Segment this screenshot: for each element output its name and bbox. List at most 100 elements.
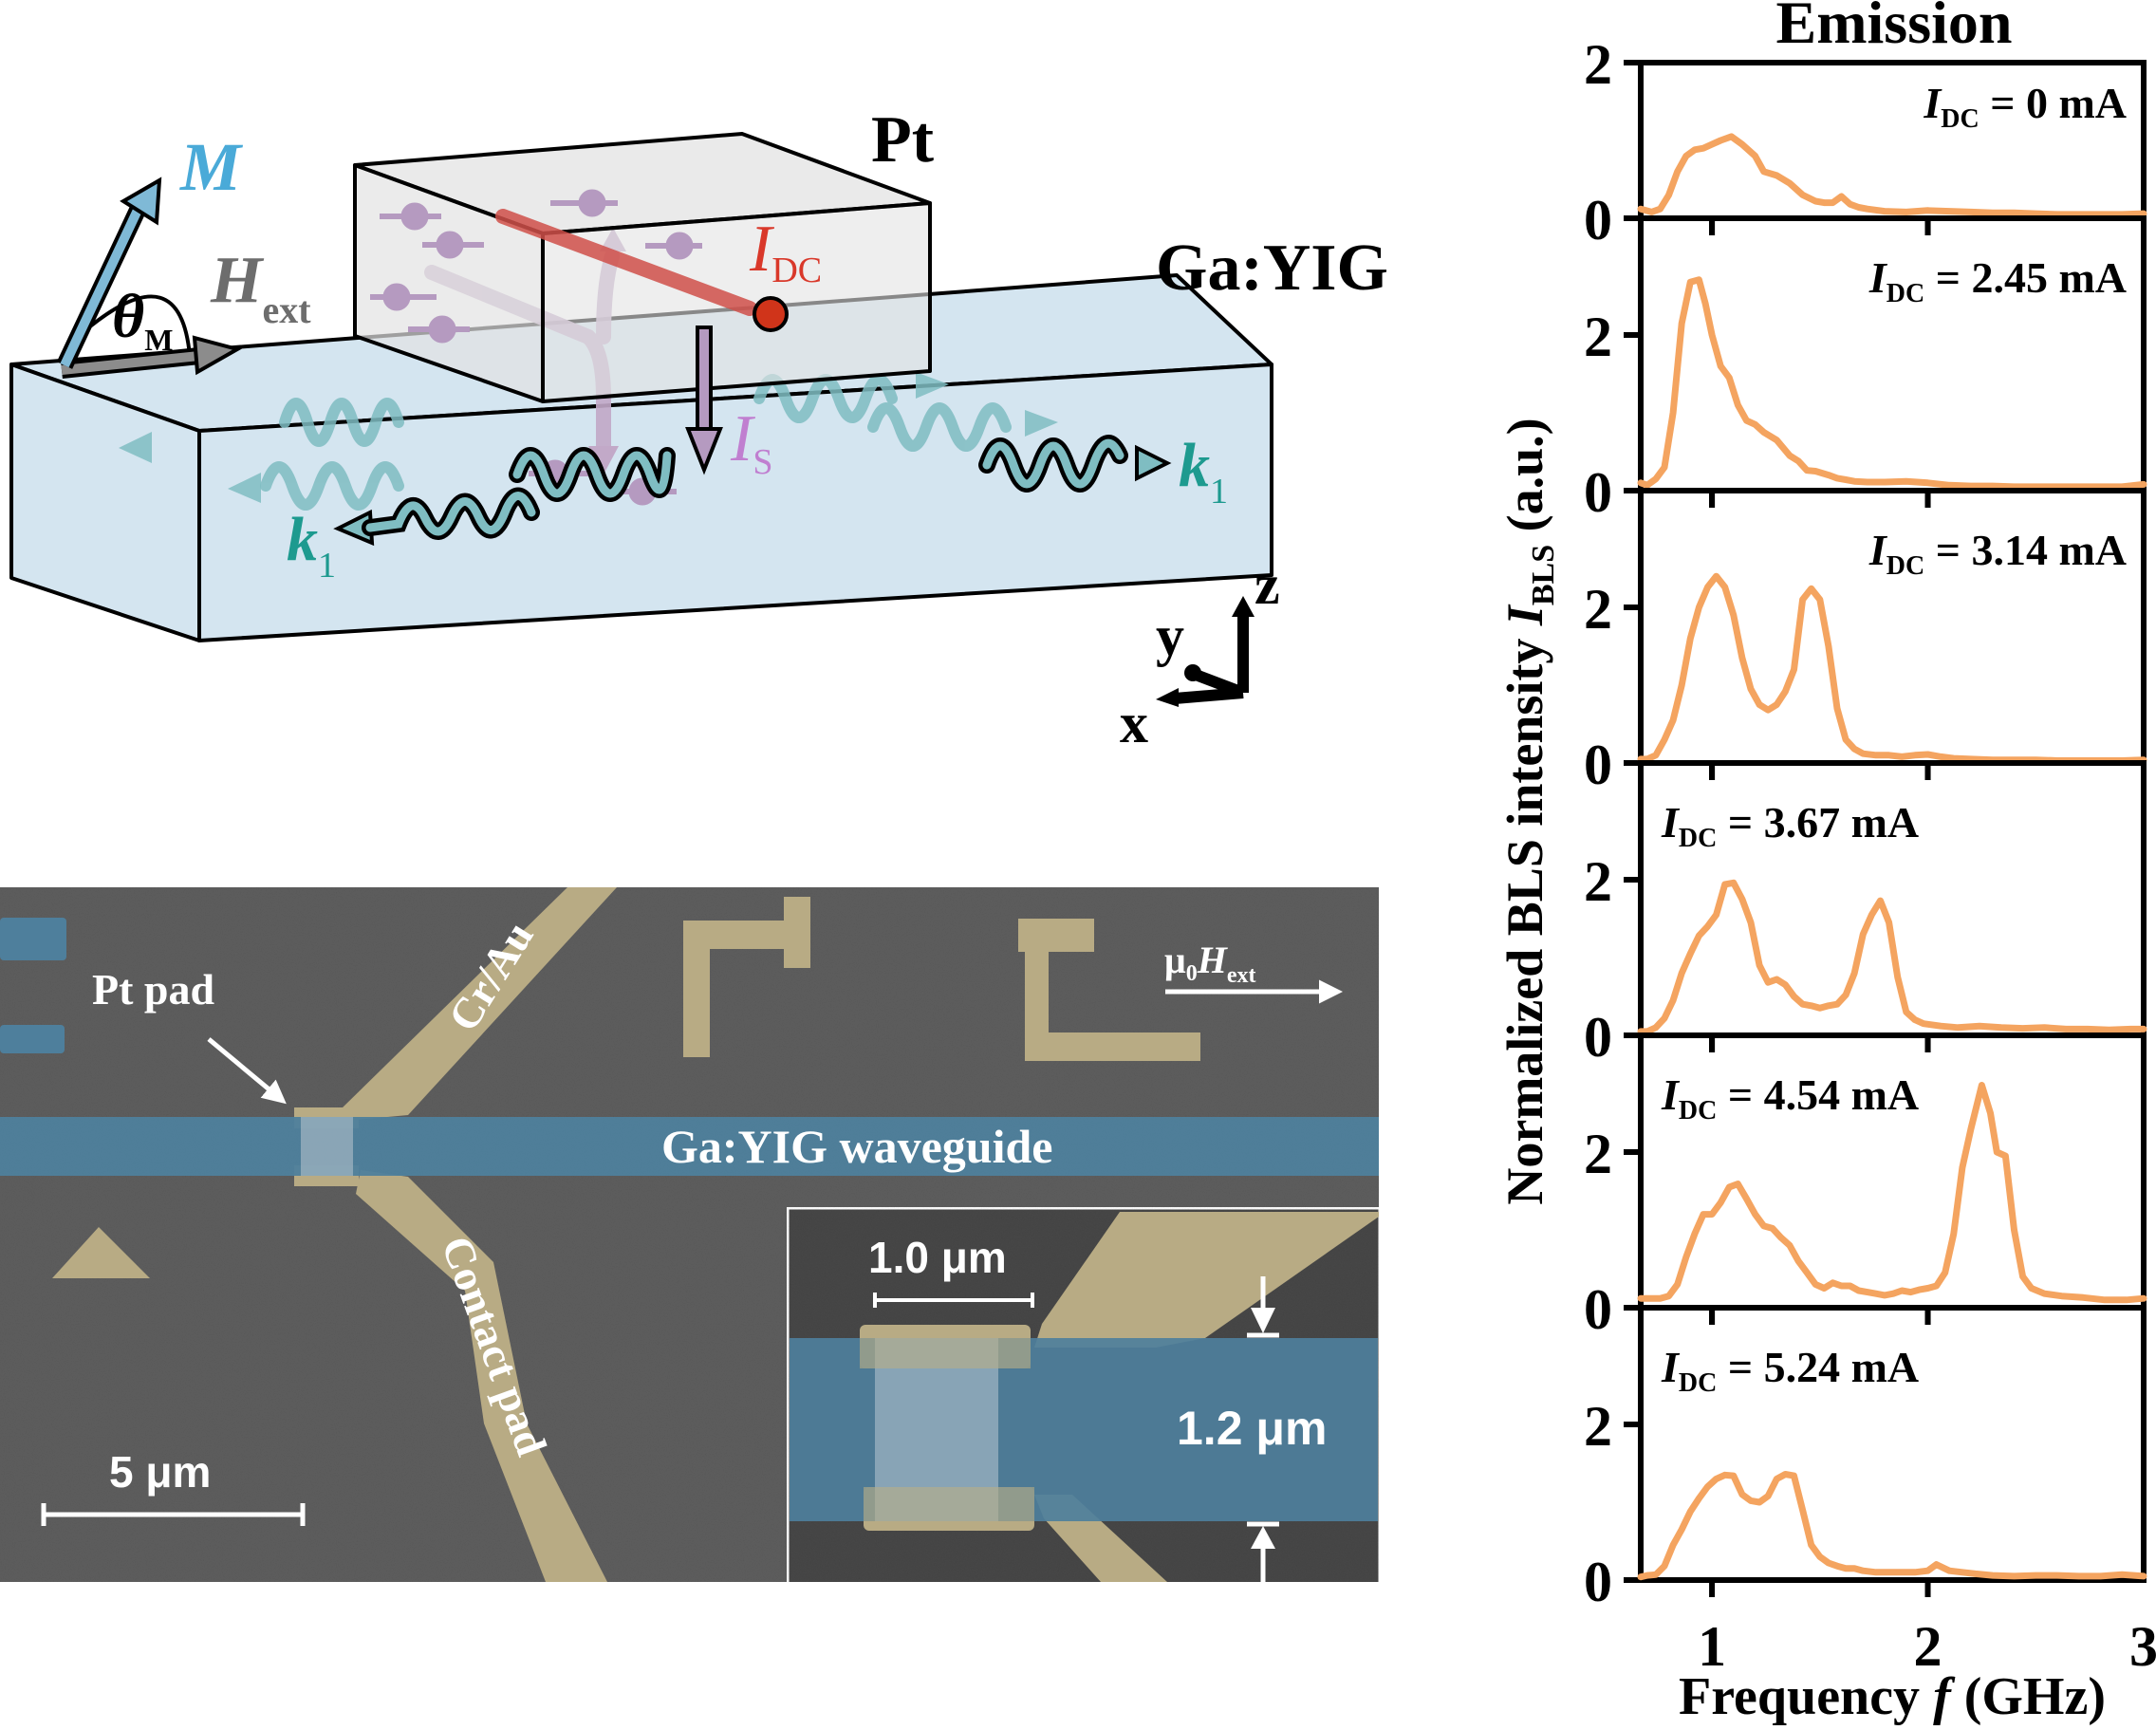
y-tick-label: 2: [1584, 33, 1612, 96]
inset-width-label: 1.0 μm: [868, 1233, 1007, 1282]
emission-chart: Emission Normalized BLS intensity IBLS (…: [1496, 0, 2156, 1726]
sem-inset: 1.0 μm 1.2 μm: [784, 1204, 1379, 1582]
chart-xlabel: Frequency f (GHz): [1679, 1667, 2106, 1726]
wave-arrowhead: [1025, 410, 1058, 437]
wave-arrowhead: [119, 432, 152, 463]
cr-au-upper-lead: [342, 887, 617, 1120]
gayig-label: Ga:YIG: [1156, 232, 1388, 305]
alignment-triangle: [52, 1227, 150, 1278]
spin-wave-right-2: [867, 402, 1012, 452]
panel-current-label: IDC = 3.14 mA: [1868, 526, 2127, 581]
spectrum-line: [1637, 1082, 2147, 1304]
x-tick-label: 2: [1914, 1615, 1942, 1678]
spectrum-line: [1637, 879, 2147, 1035]
schematic-panel: M θM Hext Pt Ga:YIG IDC IS k1 k1 z y x: [9, 103, 1388, 754]
theta-arc: [88, 294, 192, 357]
m-arrow-shaft-fill: [60, 201, 145, 368]
y-tick-label: 2: [1584, 306, 1612, 368]
x-label: x: [1120, 692, 1148, 754]
y-tick-label: 0: [1584, 1551, 1612, 1613]
x-tick-label: 1: [1698, 1615, 1726, 1678]
spectrum-panel-1: 0 2 IDC = 2.45 mA: [1584, 215, 2147, 524]
is-arrow-shaft: [696, 326, 713, 434]
pt-pad-label: Pt pad: [92, 965, 215, 1014]
panel-current-label: IDC = 0 mA: [1923, 79, 2127, 134]
idc-arrow-shaft: [495, 209, 757, 316]
y-tick-label: 2: [1584, 578, 1612, 641]
hext-label: Hext: [210, 244, 311, 331]
spectrum-line: [1637, 1471, 2147, 1581]
spectrum-line: [1637, 133, 2147, 218]
waveguide-stub: [0, 1025, 65, 1053]
scale-bar-label: 5 μm: [109, 1447, 211, 1497]
spectrum-panel-3: 0 2 IDC = 3.67 mA: [1584, 760, 2147, 1069]
k1-right-wave-inner: [982, 438, 1124, 489]
chart-ylabel: Normalized BLS intensity IBLS (a.u.): [1496, 418, 1561, 1204]
panel-frame: [1638, 1305, 2147, 1583]
spectrum-line: [1637, 572, 2147, 764]
y-axis: [1193, 669, 1246, 698]
pt-pad-pointer-arrow: [207, 1037, 287, 1105]
inset-lead-upper: [1034, 1212, 1379, 1348]
y-label: y: [1156, 605, 1184, 667]
idc-label: IDC: [749, 213, 822, 290]
k1-left-tail-inner: [365, 492, 536, 536]
y-tick-label: 0: [1584, 189, 1612, 251]
spectrum-line: [1637, 276, 2147, 491]
field-label: μ0Hext: [1164, 939, 1255, 988]
inset-height-label: 1.2 μm: [1177, 1402, 1327, 1455]
inset-height-markers: [1247, 1276, 1279, 1582]
panel-current-label: IDC = 5.24 mA: [1661, 1343, 1919, 1398]
waveguide-stub: [0, 918, 66, 960]
wave-arrowhead: [228, 473, 261, 503]
y-tick-label: 0: [1584, 1278, 1612, 1341]
panel-current-label: IDC = 2.45 mA: [1868, 253, 2127, 308]
wave-arrowhead: [916, 372, 949, 399]
alignment-mark-2: [1018, 919, 1200, 1061]
hext-arrow-shaft-fill: [61, 351, 200, 375]
theta-label: θM: [112, 282, 173, 357]
x-tick-label: 3: [2129, 1615, 2156, 1678]
pt-pad: [301, 1117, 353, 1176]
m-arrowhead: [120, 177, 162, 226]
spectrum-panel-4: 0 2 IDC = 4.54 mA: [1584, 1032, 2147, 1341]
yig-front-face: [197, 363, 1273, 642]
scale-bar: [41, 1503, 306, 1526]
is-label: IS: [730, 402, 772, 482]
panel-current-label: IDC = 3.67 mA: [1661, 798, 1919, 853]
waveguide-label: Ga:YIG waveguide: [661, 1120, 1053, 1173]
sem-panel: Pt pad Cr/Au μ0Hext Ga:YIG waveguide Con…: [0, 887, 1379, 1582]
panel-current-label: IDC = 4.54 mA: [1661, 1070, 1919, 1125]
spectrum-panel-5: 0 2 1 2 3 IDC = 5.24 mA: [1584, 1305, 2156, 1678]
inset-pad-bottom-overlay: [864, 1487, 1034, 1521]
contact-pad-lead: [356, 1170, 607, 1582]
k1-right-arrowhead: [1135, 444, 1172, 482]
spin-wave-left-2: [260, 461, 404, 511]
hext-arrowhead: [192, 335, 243, 376]
spin-wave-left-1: [279, 398, 404, 447]
z-label: z: [1255, 553, 1280, 616]
is-arrow-head: [685, 427, 723, 475]
y-tick-label: 2: [1584, 1395, 1612, 1458]
coordinate-axes: z y x: [1120, 553, 1280, 754]
k1-left-label: k1: [287, 505, 336, 586]
spectrum-panel-2: 0 2 IDC = 3.14 mA: [1584, 488, 2147, 796]
k1-left-wave-inner: [512, 451, 672, 498]
y-tick-label: 0: [1584, 1006, 1612, 1069]
spin-current-down-arrowhead: [588, 446, 619, 474]
idc-arrow-head: [753, 296, 789, 332]
pt-label: Pt: [871, 103, 934, 177]
alignment-mark-1: [683, 897, 810, 1057]
y-tick-label: 2: [1584, 850, 1612, 913]
z-axis-arrowhead: [1232, 596, 1255, 617]
m-label: M: [179, 129, 244, 205]
k1-right-label: k1: [1179, 431, 1228, 512]
y-tick-label: 2: [1584, 1123, 1612, 1185]
yig-waveguide: [0, 1117, 1379, 1176]
y-tick-label: 0: [1584, 461, 1612, 524]
inset-pad-top-overlay: [860, 1338, 1031, 1368]
chart-title: Emission: [1776, 0, 2013, 56]
y-tick-label: 0: [1584, 734, 1612, 796]
